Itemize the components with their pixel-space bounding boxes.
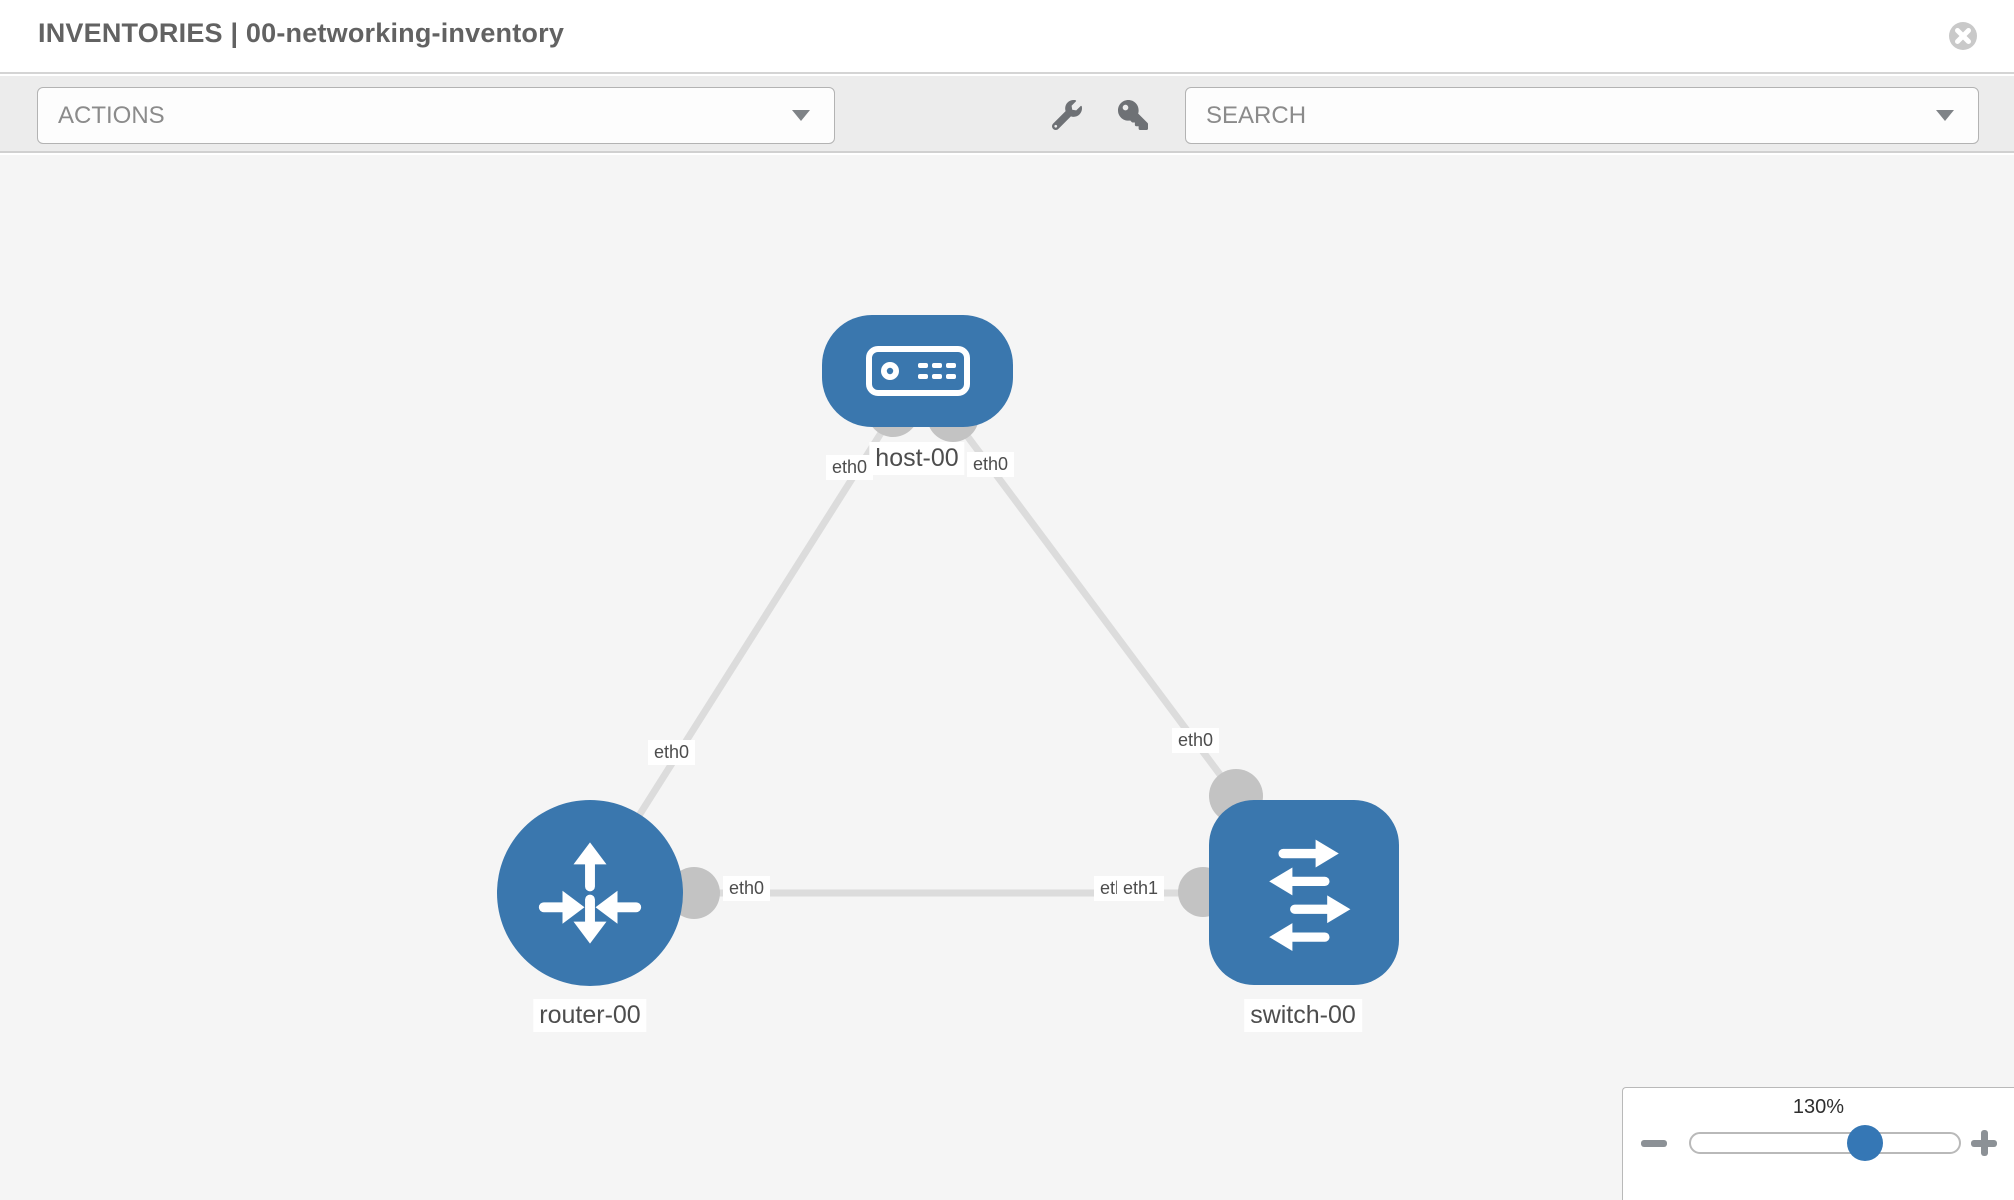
zoom-slider-track[interactable] <box>1689 1132 1961 1154</box>
topology-canvas[interactable]: host-00 router-00 switch-00 eth0 eth0 et… <box>0 155 2014 1200</box>
switch-icon <box>1269 839 1351 951</box>
interface-label-switch-left-over: eth1 <box>1117 876 1165 901</box>
zoom-panel: 130% <box>1622 1087 2014 1200</box>
zoom-level: 130% <box>1792 1096 1845 1118</box>
router-icon <box>538 842 642 944</box>
node-label-router-00: router-00 <box>533 999 647 1032</box>
interface-label-link-left-lower: eth0 <box>648 740 696 765</box>
search-dropdown[interactable]: SEARCH <box>1185 87 1979 144</box>
node-host-00[interactable] <box>822 315 1013 427</box>
interface-label-link-right-lower: eth0 <box>1172 728 1220 753</box>
zoom-out-button[interactable] <box>1639 1128 1669 1158</box>
zoom-in-button[interactable] <box>1969 1128 1999 1158</box>
link-host-router <box>587 412 896 895</box>
zoom-slider-handle[interactable] <box>1847 1125 1883 1161</box>
configure-button[interactable] <box>1048 96 1086 134</box>
zoom-out-icon <box>1641 1139 1667 1147</box>
interface-label-router-right: eth0 <box>723 876 771 901</box>
node-label-host-00: host-00 <box>869 442 965 475</box>
close-icon <box>1949 22 1977 50</box>
interface-label-host-left: eth0 <box>826 455 874 480</box>
search-placeholder: SEARCH <box>1206 101 1307 129</box>
zoom-in-icon <box>1971 1130 1997 1156</box>
page-title: INVENTORIES | 00-networking-inventory <box>38 18 565 48</box>
chevron-down-icon <box>792 110 810 121</box>
interface-label-host-right: eth0 <box>967 452 1015 477</box>
host-icon <box>865 346 970 396</box>
node-label-switch-00: switch-00 <box>1244 999 1362 1032</box>
chevron-down-icon <box>1936 110 1954 121</box>
key-icon <box>1118 100 1148 130</box>
wrench-icon <box>1052 100 1082 130</box>
actions-dropdown-label: ACTIONS <box>58 101 165 129</box>
close-button[interactable] <box>1948 21 1978 51</box>
header: INVENTORIES | 00-networking-inventory <box>0 0 2014 74</box>
node-switch-00[interactable] <box>1209 800 1399 985</box>
topology-links-layer <box>587 385 1303 919</box>
credentials-button[interactable] <box>1114 96 1152 134</box>
node-router-00[interactable] <box>497 800 683 986</box>
toolbar: ACTIONS SEARCH <box>0 76 2014 153</box>
actions-dropdown[interactable]: ACTIONS <box>37 87 835 144</box>
